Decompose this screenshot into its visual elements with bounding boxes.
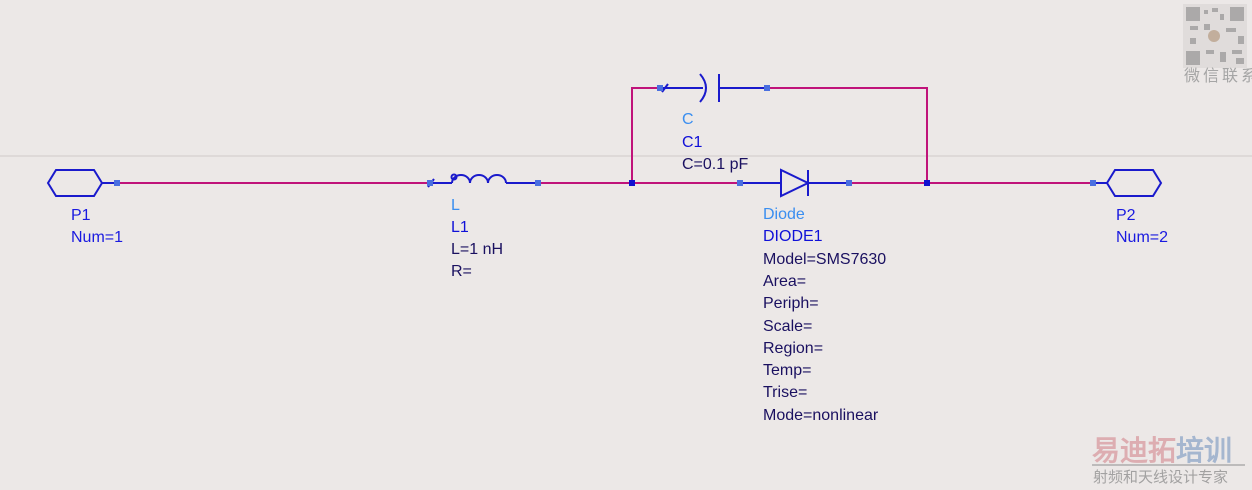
port-p1-num: Num=1 xyxy=(71,229,123,246)
inductor-param-r: R= xyxy=(451,263,472,280)
diode-param: Model=SMS7630 xyxy=(763,251,886,268)
inductor-coil-icon xyxy=(451,174,507,184)
pin[interactable] xyxy=(657,85,663,91)
inductor-l1[interactable] xyxy=(427,173,541,188)
inductor-name: L1 xyxy=(451,219,469,236)
pin[interactable] xyxy=(535,180,541,186)
wire-c1-junction[interactable] xyxy=(767,87,928,183)
capacitor-param-c: C=0.1 pF xyxy=(682,156,748,173)
diode-param: Periph= xyxy=(763,295,819,312)
port-p2-num: Num=2 xyxy=(1116,229,1168,246)
inductor-type: L xyxy=(451,197,460,214)
qr-code-watermark xyxy=(1183,4,1247,68)
port-p2[interactable] xyxy=(1090,169,1163,197)
pin[interactable] xyxy=(114,180,120,186)
diode-triangle-icon xyxy=(780,168,811,198)
brand-tagline: 射频和天线设计专家 xyxy=(1093,469,1228,486)
capacitor-curved-plate-icon xyxy=(699,73,707,103)
pin[interactable] xyxy=(737,180,743,186)
pin[interactable] xyxy=(846,180,852,186)
wire-junction-c1[interactable] xyxy=(631,87,660,183)
junction-node xyxy=(924,180,930,186)
qr-caption: 微信联系 xyxy=(1184,67,1252,85)
port-p1-symbol[interactable] xyxy=(46,169,104,197)
port-p2-label: P2 xyxy=(1116,207,1136,224)
diode-param: Trise= xyxy=(763,384,807,401)
diode-name: DIODE1 xyxy=(763,228,823,245)
pin[interactable] xyxy=(764,85,770,91)
diode-param: Area= xyxy=(763,273,806,290)
capacitor-c1[interactable] xyxy=(657,73,770,103)
diode-param: Temp= xyxy=(763,362,811,379)
pin[interactable] xyxy=(427,180,433,186)
port-p1-label: P1 xyxy=(71,207,91,224)
diode-param: Region= xyxy=(763,340,823,357)
brand-red-text: 易迪拓 xyxy=(1092,435,1176,466)
diode-param: Scale= xyxy=(763,318,812,335)
diode-param: Mode=nonlinear xyxy=(763,407,879,424)
diode-type: Diode xyxy=(763,206,805,223)
port-p2-symbol[interactable] xyxy=(1105,169,1163,197)
port-p1[interactable] xyxy=(46,169,120,197)
brand-blue-text: 培训 xyxy=(1176,434,1232,466)
inductor-param-l: L=1 nH xyxy=(451,241,503,258)
wires xyxy=(117,87,1093,184)
capacitor-type: C xyxy=(682,111,694,128)
capacitor-name: C1 xyxy=(682,134,703,151)
junction-node xyxy=(629,180,635,186)
pin[interactable] xyxy=(1090,180,1096,186)
brand-watermark: 易迪拓 培训 射频和天线设计专家 xyxy=(1092,434,1245,486)
diode-diode1[interactable] xyxy=(737,168,852,198)
